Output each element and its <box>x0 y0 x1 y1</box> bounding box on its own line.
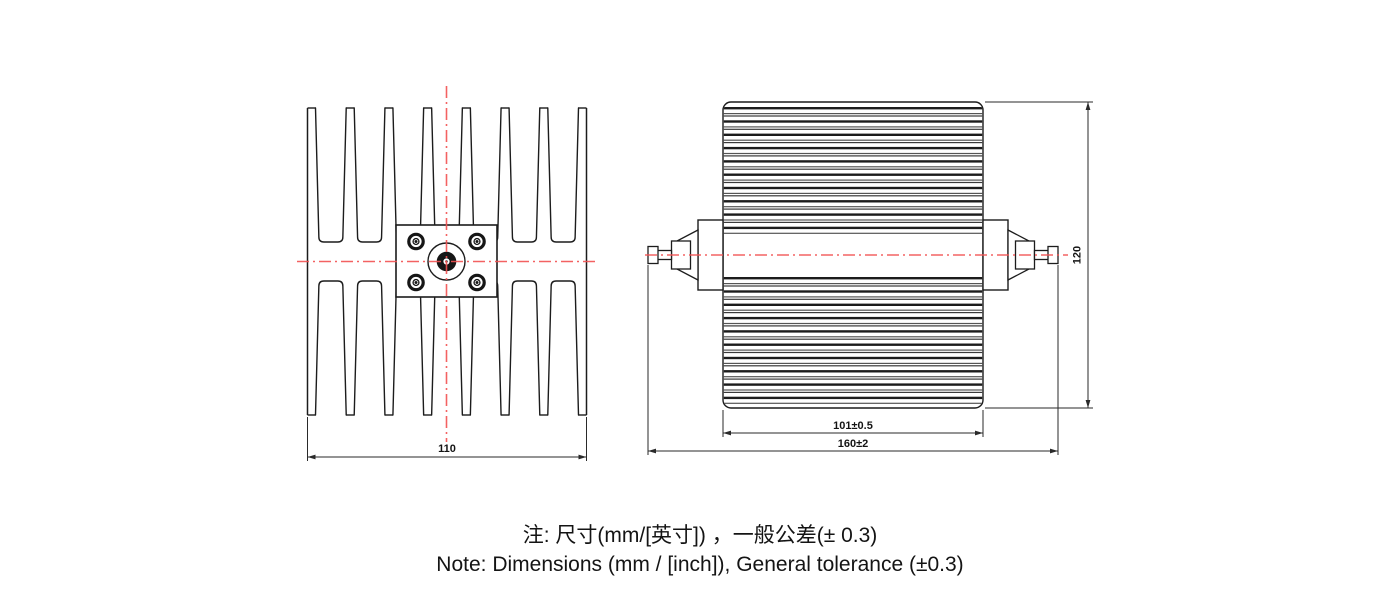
side-body-width-dim-label: 101±0.5 <box>833 420 873 432</box>
heatsink-side-view: 101±0.5 160±2 120 <box>645 101 1093 455</box>
flange-screws <box>407 232 486 292</box>
centerlines-front <box>297 86 595 442</box>
front-width-dim-label: 110 <box>438 443 456 455</box>
heatsink-fins-side <box>723 107 983 404</box>
dimension-front-width <box>307 417 587 461</box>
side-overall-length-dim-label: 160±2 <box>838 438 869 450</box>
note-line-en: Note: Dimensions (mm / [inch]), General … <box>436 553 964 576</box>
side-height-dim-label: 120 <box>1072 246 1084 264</box>
note-line-zh: 注: 尺寸(mm/[英寸]) ，一般公差(± 0.3) <box>522 524 878 547</box>
tolerance-note: 注: 尺寸(mm/[英寸]) ，一般公差(± 0.3) Note: Dimens… <box>0 521 1400 579</box>
heatsink-front-view: 110 <box>297 86 595 461</box>
dimensions-side <box>647 101 1093 455</box>
